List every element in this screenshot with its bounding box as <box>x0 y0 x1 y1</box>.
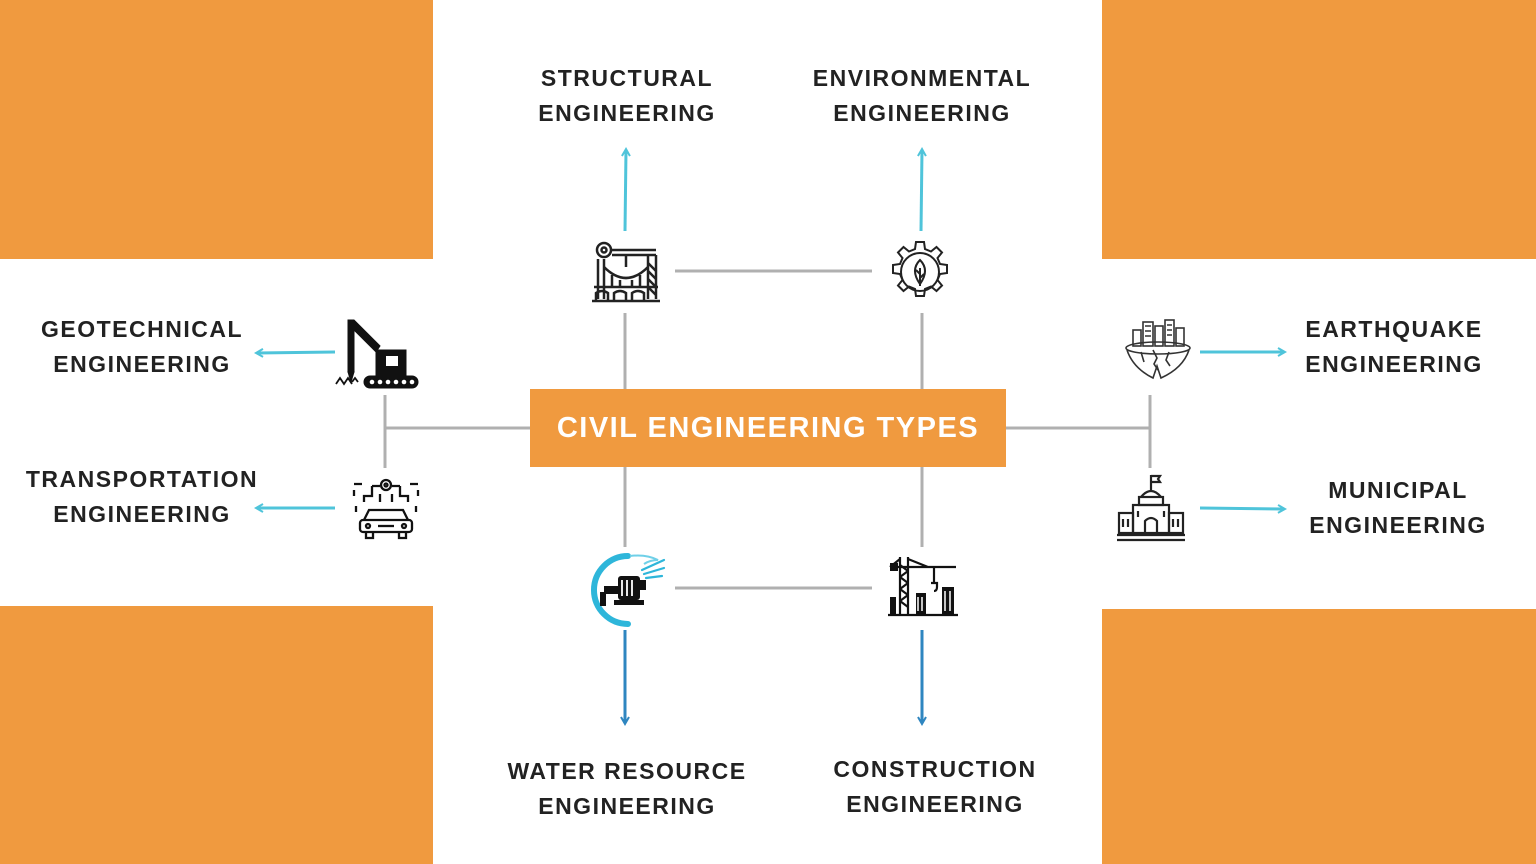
corner-block-top-left <box>0 0 433 259</box>
label-structural-line1: STRUCTURAL <box>540 65 714 91</box>
water-pump-icon <box>591 553 666 627</box>
label-construction-line1: CONSTRUCTION <box>833 756 1037 782</box>
arrow-environmental <box>921 150 922 232</box>
label-water: WATER RESOURCE ENGINEERING <box>487 754 767 824</box>
label-construction-line2: ENGINEERING <box>846 791 1024 817</box>
label-geotechnical: GEOTECHNICAL ENGINEERING <box>12 312 272 382</box>
tower-crane-icon <box>888 557 958 617</box>
center-title-box: CIVIL ENGINEERING TYPES <box>530 389 1006 467</box>
label-environmental-line2: ENGINEERING <box>833 100 1011 126</box>
label-municipal-line1: MUNICIPAL <box>1328 477 1468 503</box>
center-title: CIVIL ENGINEERING TYPES <box>556 411 980 444</box>
gear-leaf-icon <box>892 241 948 297</box>
label-geotechnical-line2: ENGINEERING <box>53 351 231 377</box>
label-earthquake: EARTHQUAKE ENGINEERING <box>1279 312 1509 382</box>
corner-block-bottom-right <box>1102 609 1536 864</box>
municipal-building-icon <box>1117 474 1185 542</box>
label-geotechnical-line1: GEOTECHNICAL <box>41 316 243 342</box>
label-construction: CONSTRUCTION ENGINEERING <box>805 752 1065 822</box>
label-municipal-line2: ENGINEERING <box>1309 512 1487 538</box>
label-environmental-line1: ENVIRONMENTAL <box>812 65 1032 91</box>
label-transportation-line2: ENGINEERING <box>53 501 231 527</box>
arrow-municipal <box>1199 508 1284 509</box>
label-structural-line2: ENGINEERING <box>538 100 716 126</box>
label-earthquake-line1: EARTHQUAKE <box>1305 316 1483 342</box>
label-transportation: TRANSPORTATION ENGINEERING <box>2 462 282 532</box>
label-water-line1: WATER RESOURCE <box>507 758 747 784</box>
drilling-rig-icon <box>335 319 419 389</box>
car-circuit-icon <box>352 478 420 540</box>
label-structural: STRUCTURAL ENGINEERING <box>507 61 747 131</box>
label-earthquake-line2: ENGINEERING <box>1305 351 1483 377</box>
bridge-crane-icon <box>592 241 660 303</box>
label-water-line2: ENGINEERING <box>538 793 716 819</box>
arrow-geotechnical <box>257 352 336 353</box>
label-transportation-line1: TRANSPORTATION <box>25 466 259 492</box>
label-environmental: ENVIRONMENTAL ENGINEERING <box>782 61 1062 131</box>
arrow-structural <box>625 150 626 232</box>
corner-block-top-right <box>1102 0 1536 259</box>
corner-block-bottom-left <box>0 606 433 864</box>
earthquake-city-icon <box>1125 319 1191 380</box>
label-municipal: MUNICIPAL ENGINEERING <box>1283 473 1513 543</box>
